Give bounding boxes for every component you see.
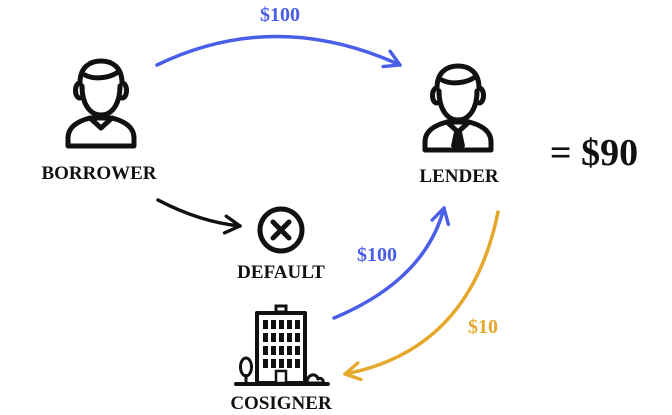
borrower-label: BORROWER bbox=[41, 163, 156, 184]
person-icon bbox=[65, 58, 137, 149]
flow-arrow-cosigner-lender bbox=[332, 206, 451, 320]
default-label: DEFAULT bbox=[237, 262, 325, 283]
lender-label: LENDER bbox=[419, 166, 498, 187]
x-circle-icon bbox=[257, 206, 305, 254]
cosigner-label: COSIGNER bbox=[230, 393, 332, 414]
cosigner-node: COSIGNER bbox=[230, 304, 332, 414]
flow-borrower-to-lender: $100 bbox=[155, 4, 402, 69]
office-building-icon bbox=[234, 304, 330, 386]
flow-cosigner-to-lender: $100 bbox=[332, 206, 451, 320]
flow-amount-cosigner-lender: $100 bbox=[357, 244, 397, 266]
flow-borrower-to-default bbox=[156, 198, 242, 235]
flow-amount-borrower-lender: $100 bbox=[260, 4, 300, 26]
person-with-tie-icon bbox=[422, 63, 494, 153]
lender-node: LENDER bbox=[419, 63, 499, 187]
flow-lender-to-cosigner: $10 bbox=[343, 210, 500, 382]
default-node: DEFAULT bbox=[237, 206, 325, 283]
flow-arrow-borrower-lender bbox=[155, 34, 402, 69]
flow-arrow-borrower-default bbox=[156, 198, 242, 235]
borrower-node: BORROWER bbox=[41, 58, 157, 184]
net-result: = $90 bbox=[550, 132, 638, 174]
flow-amount-lender-cosigner: $10 bbox=[468, 316, 498, 338]
flow-arrow-lender-cosigner bbox=[343, 210, 500, 382]
